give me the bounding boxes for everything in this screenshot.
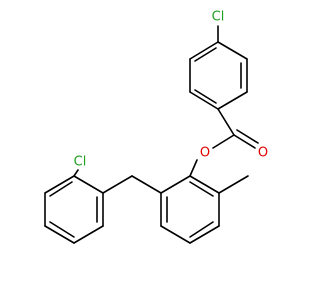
bond-ring-mid: [189, 175, 220, 194]
bond-ring-top-inner: [194, 47, 217, 62]
bond-ring-mid-inner: [189, 221, 214, 238]
bond-ring-left-inner: [49, 181, 73, 197]
carbonyl-oxygen-atom: O: [258, 146, 268, 161]
bond-ring-mid: [160, 225, 191, 244]
bond-carbonyl-to-ether-o: [212, 134, 235, 149]
bond-ring-left: [44, 175, 75, 194]
bond-set: [44, 25, 259, 244]
bond-carbonyl-double: [236, 129, 259, 144]
bond-ring-top-inner: [194, 89, 217, 104]
bond-ring-to-carbonyl: [217, 108, 235, 136]
bond-ring-left: [73, 175, 104, 194]
chlorine-atom-left: Cl: [74, 155, 87, 170]
bond-carbonyl-double: [233, 134, 256, 149]
bond-ring-left: [44, 225, 75, 244]
bond-ch2-to-ring: [102, 175, 133, 194]
bond-ring-to-ch2: [131, 175, 162, 194]
structure-diagram: Cl Cl O O: [44, 10, 268, 244]
bond-cl-ring-left: [73, 169, 79, 177]
bond-ring-mid-inner: [189, 181, 214, 197]
bond-ring-top: [217, 91, 248, 110]
bond-ring-top: [189, 41, 219, 60]
bond-methyl: [218, 175, 249, 194]
bond-ether-o-to-ring: [189, 159, 198, 177]
chlorine-atom-top: Cl: [212, 10, 225, 25]
ether-oxygen-atom: O: [200, 146, 210, 161]
bond-ring-mid: [160, 175, 191, 194]
bond-ring-top: [189, 91, 219, 110]
bond-ring-left: [73, 225, 104, 244]
bond-ring-top: [217, 41, 248, 60]
bond-ring-mid: [189, 225, 220, 244]
bond-ring-left-inner: [49, 221, 75, 238]
molecule-canvas: Cl Cl O O: [44, 10, 268, 244]
